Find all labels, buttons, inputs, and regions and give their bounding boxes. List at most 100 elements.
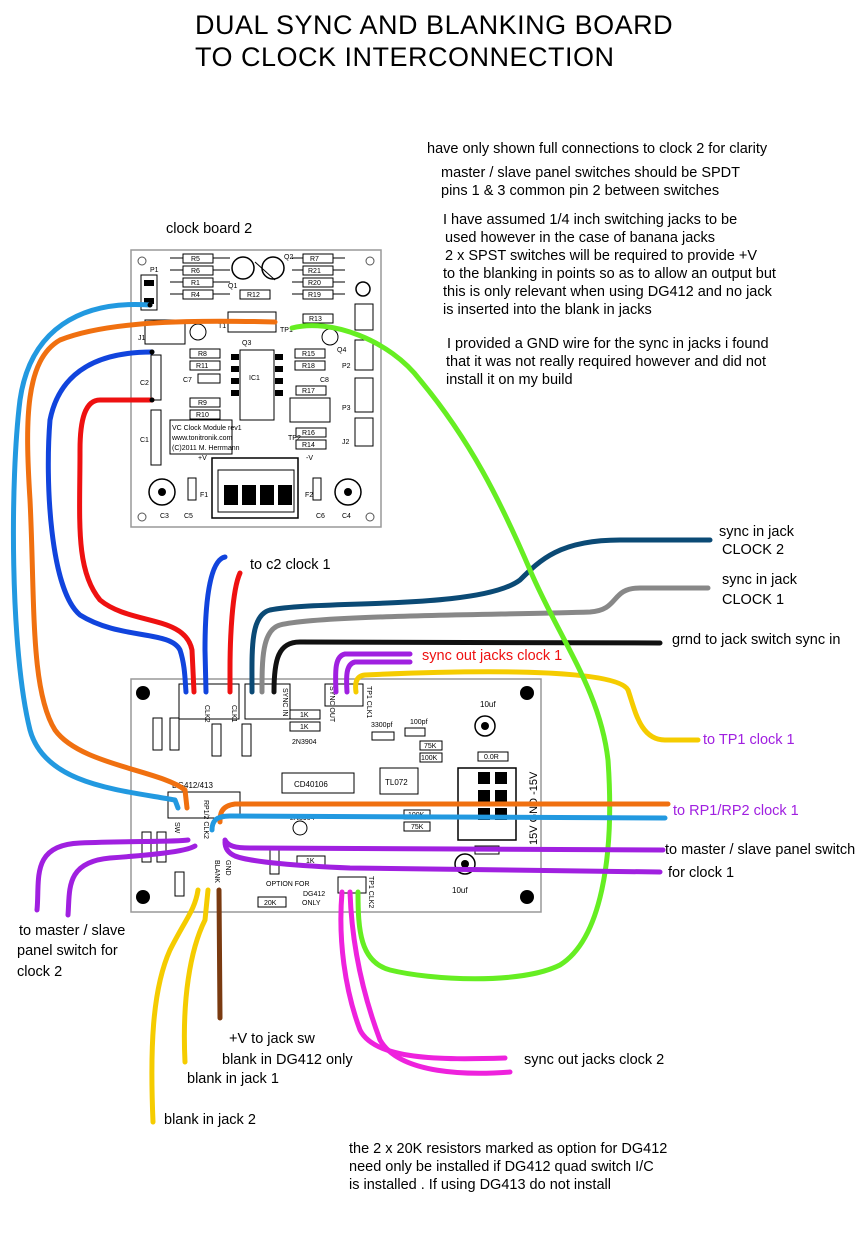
c4-label: C4 [342, 513, 351, 520]
title-line1: DUAL SYNC AND BLANKING BOARD [195, 10, 674, 40]
label-to-tp1-clock1: to TP1 clock 1 [703, 732, 795, 748]
sync-blanking-pcb: CLK2 CLK1 SYNC IN SYNC OUT TP1 CLK1 1K 1… [130, 678, 542, 913]
r1k-a-label: 1K [300, 712, 309, 719]
c8-label: C8 [320, 377, 329, 384]
label-sync-out-clock1: sync out jacks clock 1 [422, 648, 563, 664]
rp-label: RP1/2 CLK2 [202, 800, 209, 839]
power-label: 15V GND -15V [528, 771, 540, 845]
note-clarity: have only shown full connections to cloc… [427, 141, 768, 157]
note-jacks-1: I have assumed 1/4 inch switching jacks … [443, 212, 738, 228]
c1-label: C1 [140, 437, 149, 444]
note-20k-3: is installed . If using DG413 do not ins… [349, 1177, 611, 1193]
c7-label: C7 [183, 377, 192, 384]
wire-orange-clock2 [25, 318, 278, 811]
hdr-bot-label: TP1 CLK2 [367, 876, 374, 908]
ic1-label: IC1 [249, 375, 260, 382]
p1-label: P1 [150, 267, 159, 274]
r100k-a-label: 100K [421, 755, 438, 762]
note-jacks-6: is inserted into the blank in jacks [443, 302, 652, 318]
hdr-tp1-label: TP1 CLK1 [365, 686, 372, 718]
label-grnd-jack: grnd to jack switch sync in [672, 632, 841, 648]
title-line2: TO CLOCK INTERCONNECTION [195, 42, 615, 72]
r4-label: R4 [191, 292, 200, 299]
sw-label: SW [173, 822, 180, 834]
hdr-sync-label: SYNC IN [281, 688, 288, 716]
p3-label: P3 [342, 405, 351, 412]
label-v-jack-line1: +V to jack sw [229, 1031, 315, 1047]
wire-lightblue-master [10, 301, 181, 811]
note-spdt-1: master / slave panel switches should be … [441, 165, 740, 181]
r17-label: R17 [302, 388, 315, 395]
c3300-label: 3300pf [371, 722, 392, 729]
clock-resistors-right: R7 R21 R20 R19 [292, 253, 345, 300]
option-line3: ONLY [302, 900, 321, 907]
t1-label: T1 [218, 323, 226, 330]
wire-ends [147, 302, 155, 403]
label-master-slave-clock2-line3: clock 2 [17, 964, 63, 980]
label-blank-in-jack2: blank in jack 2 [164, 1112, 256, 1128]
label-sync-in-clock1-line1: sync in jack [722, 572, 797, 588]
wire-red-clock2 [77, 397, 197, 695]
wire-purple-ms-clock2-a [34, 837, 191, 913]
label-sync-in-clock2-line2: CLOCK 2 [722, 542, 785, 558]
blank-label: BLANK [213, 860, 220, 883]
r18-label: R18 [302, 363, 315, 370]
q2-label: Q2 [284, 254, 293, 261]
clock-board-2-pcb: R5 R6 R1 R4 R7 R21 R20 R19 [130, 249, 382, 528]
vminus-label: -V [306, 455, 313, 462]
r21-label: R21 [308, 268, 321, 275]
wire-magenta-syncout-a [338, 889, 508, 1062]
board-info-line1: VC Clock Module rev1 [172, 425, 242, 432]
r20k-label: 20K [264, 900, 277, 907]
r75k-b-label: 75K [411, 824, 424, 831]
note-gnd-1: I provided a GND wire for the sync in ja… [447, 336, 769, 352]
q4-label: Q4 [337, 347, 346, 354]
p2-label: P2 [342, 363, 351, 370]
cap-top-label: 10uf [480, 700, 496, 709]
r15-label: R15 [302, 351, 315, 358]
q3-label: Q3 [242, 340, 251, 347]
wire-yellow-tp1 [353, 669, 701, 743]
r6-label: R6 [191, 268, 200, 275]
hdr-clk2-label: CLK2 [203, 705, 210, 723]
note-gnd-2: that it was not really required however … [446, 354, 766, 370]
r14-label: R14 [302, 442, 315, 449]
wire-purple-syncout-clock1 [333, 651, 413, 695]
c2-label: C2 [140, 380, 149, 387]
wire-blue-clock2 [45, 349, 189, 695]
c100-label: 100pf [410, 719, 428, 726]
r1k-c-label: 1K [306, 858, 315, 865]
r11-label: R11 [196, 363, 208, 370]
r12-label: R12 [247, 292, 260, 299]
label-master-slave-clock2-line2: panel switch for [17, 943, 118, 959]
wire-purple-syncout-clock1-b [344, 659, 413, 695]
label-v-jack-line2: blank in DG412 only [222, 1052, 353, 1068]
j1-label: J1 [138, 335, 146, 342]
r1-label: R1 [191, 280, 200, 287]
label-blank-in-jack1: blank in jack 1 [187, 1071, 279, 1087]
chip-dg-label: DG412/413 [172, 781, 213, 790]
c3-label: C3 [160, 513, 169, 520]
r19-label: R19 [308, 292, 321, 299]
wire-blue-c2-clock1 [202, 554, 228, 695]
note-20k-2: need only be installed if DG412 quad swi… [349, 1159, 654, 1175]
tp1-label: TP1 [280, 327, 293, 334]
note-20k-1: the 2 x 20K resistors marked as option f… [349, 1141, 668, 1157]
wire-green-tp1-clock2 [289, 323, 613, 982]
f2-label: F2 [305, 492, 313, 499]
r13-label: R13 [309, 316, 322, 323]
wire-lightblue-across [209, 813, 668, 833]
label-master-slave-clock1-line1: to master / slave panel switch [665, 842, 856, 858]
wire-red-c2-clock1 [227, 570, 243, 695]
chip-cd-label: CD40106 [294, 780, 328, 789]
label-master-slave-clock1-line2: for clock 1 [668, 865, 735, 881]
r20-label: R20 [308, 280, 321, 287]
f1-label: F1 [200, 492, 208, 499]
wire-purple-ms-clock1-b [222, 839, 663, 875]
label-master-slave-clock2-line1: to master / slave [19, 923, 126, 939]
label-sync-out-clock2: sync out jacks clock 2 [524, 1052, 665, 1068]
r75k-a-label: 75K [424, 743, 437, 750]
chip-tl-label: TL072 [385, 778, 408, 787]
note-jacks-3: 2 x SPST switches will be required to pr… [445, 248, 758, 264]
